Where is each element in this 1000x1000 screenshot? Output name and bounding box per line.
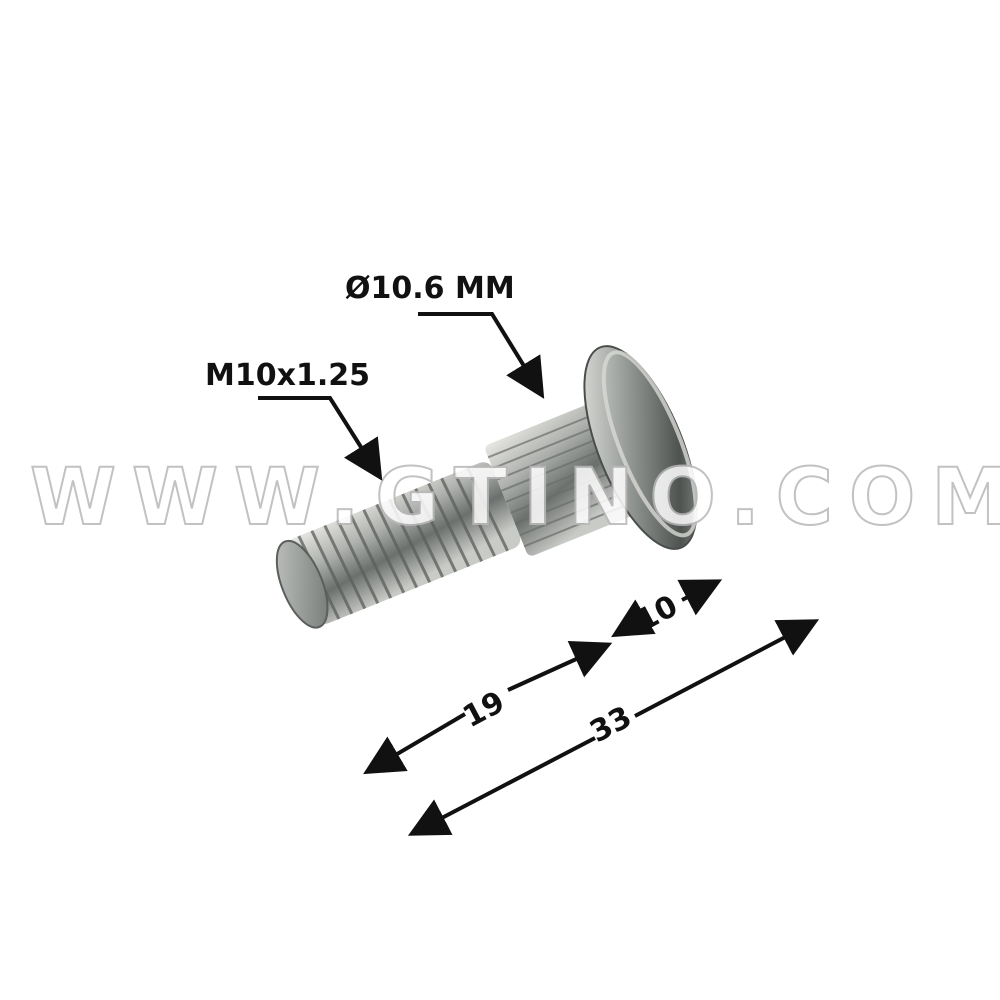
- thread-leader-line: [258, 396, 383, 481]
- threaded-shaft: [287, 462, 521, 624]
- thread-label: M10x1.25: [205, 358, 370, 393]
- thread-callout: M10x1.25: [205, 358, 383, 481]
- thread-lines: [297, 467, 509, 620]
- knurl-dim-line-right: [677, 579, 723, 616]
- dimension-knurl: 10: [611, 579, 723, 640]
- wheel-stud: [275, 345, 698, 629]
- thread-dim-value: 19: [457, 685, 510, 736]
- watermark-text: WWW.GTINO.COM: [30, 453, 1000, 543]
- diameter-leader-line: [418, 312, 545, 399]
- diameter-callout: Ø10.6 MM: [345, 271, 545, 399]
- total-dim-value: 33: [584, 700, 637, 751]
- knurl-dim-line-left: [611, 599, 656, 638]
- total-dim-line-right: [634, 619, 820, 718]
- stud-end-face: [275, 539, 329, 629]
- thread-dim-line-left: [363, 712, 467, 775]
- total-dim-line-left: [407, 736, 596, 836]
- knurl-dim-value: 10: [630, 589, 683, 640]
- stud-head-rim: [601, 350, 698, 538]
- diameter-label: Ø10.6 MM: [345, 271, 515, 306]
- thread-dim-line-right: [507, 641, 613, 692]
